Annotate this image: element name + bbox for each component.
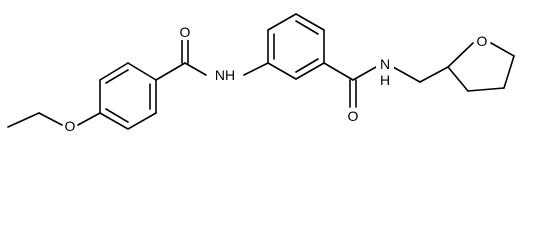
bond-ringB-5 — [295, 62, 325, 80]
atom-ether-o: O — [65, 118, 76, 134]
bond-o-ether-aryl — [77, 112, 101, 126]
bond-ringA-2-inner — [105, 69, 129, 84]
atom-labels: O O NH O N H O — [63, 24, 490, 134]
bond-ringA-3 — [127, 62, 157, 81]
atom-amide2-n: N — [380, 56, 390, 72]
bond-carbonyl1-n — [184, 62, 207, 76]
atom-amide2-h: H — [380, 72, 390, 88]
atom-amide1-nh: NH — [215, 67, 235, 83]
atom-ring-o: O — [477, 33, 488, 49]
atom-amide1-o: O — [180, 24, 191, 40]
bond-ringB-2 — [267, 13, 297, 31]
bond-ringA-2 — [99, 62, 129, 81]
bond-thf-c2-c3 — [447, 66, 469, 92]
bond-ringA-carbonyl — [155, 62, 186, 81]
bond-ringB-5-inner — [295, 58, 319, 73]
bond-thf-c4-c5 — [503, 55, 515, 89]
bonds — [7, 13, 515, 130]
atom-amide2-o: O — [348, 108, 359, 124]
bond-ch2-o-ether — [38, 112, 63, 126]
bond-n2-ch2 — [392, 66, 421, 83]
bond-ringB-3-inner — [295, 20, 319, 35]
bond-n1-ringB — [243, 62, 269, 76]
bond-ringB-6 — [267, 62, 297, 80]
bond-ringA-6-inner — [105, 108, 129, 123]
molecule-structure: O O NH O N H O — [7, 13, 515, 134]
bond-ringB-carbonyl — [323, 62, 354, 81]
bond-ch3-ch2 — [7, 112, 40, 128]
bond-carbonyl2-n — [352, 66, 377, 81]
bond-thf-c5-o — [490, 42, 515, 57]
bond-ch2-thf — [419, 66, 449, 83]
bond-thf-o-c2 — [447, 42, 474, 68]
bond-ringA-5 — [127, 112, 157, 130]
bond-ringA-6 — [99, 112, 129, 130]
bond-thf-c3-c4 — [467, 87, 505, 92]
bond-ringB-3 — [295, 13, 325, 31]
